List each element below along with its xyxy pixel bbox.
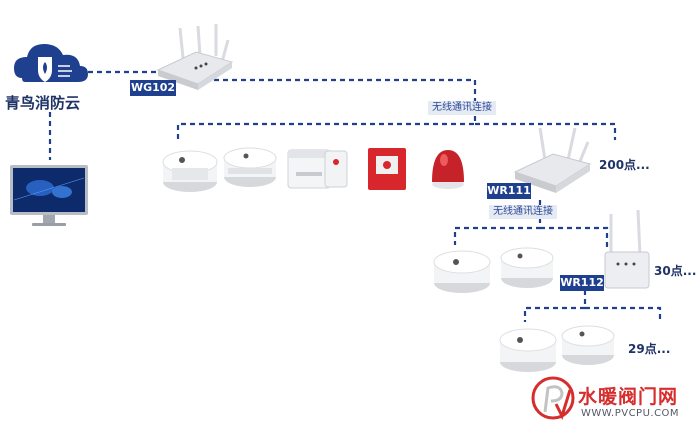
monitor-icon [10,165,88,226]
cloud-label: 青鸟消防云 [5,94,81,112]
manual-call-point-icon [368,148,406,190]
wireless-label-middle: 无线通讯连接 [489,205,557,219]
wg102-tag: WG102 [130,80,176,96]
wr112-router-icon [604,209,650,289]
link-wr112-right [585,306,662,322]
smoke-detector-icon [433,250,491,293]
watermark-url: WWW.PVCPU.COM [581,408,680,419]
wr112-tag: WR112 [560,275,604,291]
wg102-router-icon [156,24,234,90]
sounder-box-icon [324,150,348,188]
count-200: 200点... [599,158,650,172]
wr111-router-icon [513,127,592,193]
smoke-detector-icon [162,150,218,192]
link-wg102-bus [176,78,477,140]
watermark-logo-icon [531,376,575,421]
link-wr111-right [540,226,609,248]
strobe-alarm-icon [432,150,464,189]
heat-detector-icon [223,147,277,187]
link-wr112-bus [523,290,587,322]
cloud-shield-icon [14,44,88,82]
wireless-label-top: 无线通讯连接 [428,101,496,115]
smoke-detector-icon [499,328,557,372]
heat-detector-icon [561,325,615,365]
count-29: 29点... [628,342,671,356]
count-30: 30点... [654,264,697,278]
wr111-tag: WR111 [487,183,531,199]
link-bus-right [475,122,617,140]
io-module-icon [287,149,331,189]
watermark-title: 水暖阀门网 [578,386,679,408]
smoke-detector-icon [500,247,554,288]
